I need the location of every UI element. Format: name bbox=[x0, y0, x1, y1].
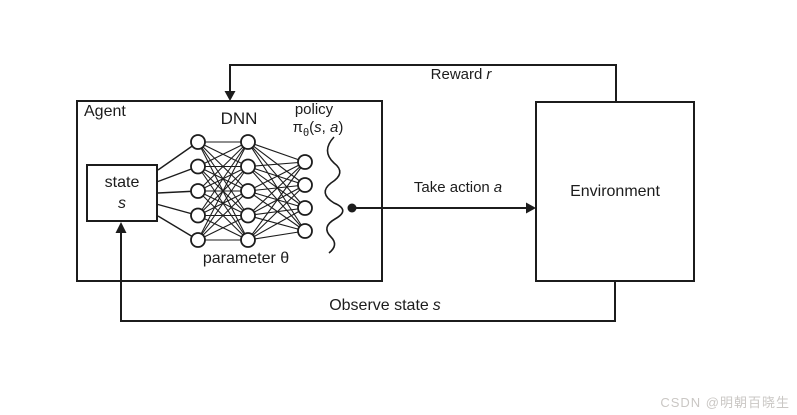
dnn-edge bbox=[197, 141, 249, 241]
dnn-neuron bbox=[190, 232, 206, 248]
policy-pi: π bbox=[292, 119, 304, 136]
policy-arg-s: s bbox=[314, 119, 322, 136]
observe-text: Observe state bbox=[329, 297, 429, 314]
dnn-edge bbox=[247, 161, 306, 241]
dnn-network bbox=[157, 134, 313, 248]
dnn-edge bbox=[197, 141, 249, 216]
state-box-symbol: s bbox=[118, 195, 126, 212]
agent-label: Agent bbox=[84, 103, 126, 120]
state-box: state s bbox=[86, 164, 158, 222]
take-action-arrowhead-icon bbox=[526, 202, 536, 214]
csdn-watermark: CSDN @明朝百晓生 bbox=[660, 395, 790, 410]
dnn-edge bbox=[247, 165, 306, 186]
observe-arrowhead-icon bbox=[115, 222, 127, 233]
dnn-edge bbox=[247, 166, 306, 232]
dnn-neuron bbox=[190, 207, 206, 224]
reward-arrow-line bbox=[229, 64, 617, 101]
dnn-edge bbox=[247, 141, 306, 186]
dnn-neuron bbox=[240, 134, 256, 150]
dnn-edge bbox=[197, 215, 249, 241]
policy-theta-sub: θ bbox=[303, 127, 310, 139]
observe-symbol: s bbox=[432, 297, 441, 314]
dnn-edge bbox=[247, 190, 306, 209]
observe-arrow-line bbox=[120, 232, 616, 322]
policy-comma: , bbox=[321, 119, 330, 136]
dnn-neuron bbox=[240, 183, 256, 199]
policy-close-paren: ) bbox=[338, 119, 344, 136]
policy-output-dot bbox=[347, 203, 357, 213]
take-action-symbol: a bbox=[493, 179, 503, 196]
dnn-neuron bbox=[297, 177, 313, 193]
policy-arg-a: a bbox=[329, 119, 339, 136]
policy-open-paren: ( bbox=[309, 119, 315, 136]
policy-distribution-curve bbox=[324, 136, 344, 254]
dnn-neuron bbox=[240, 232, 256, 248]
dnn-edge bbox=[247, 161, 306, 168]
environment-label: Environment bbox=[570, 182, 660, 200]
policy-label: policy bbox=[294, 101, 334, 118]
parameter-label: parameter θ bbox=[202, 250, 290, 267]
state-box-title: state bbox=[104, 174, 140, 191]
dnn-edge bbox=[197, 141, 249, 192]
dnn-neuron bbox=[240, 158, 256, 175]
reward-arrowhead-icon bbox=[224, 91, 236, 101]
dnn-edge bbox=[247, 141, 306, 163]
dnn-edge bbox=[197, 141, 249, 167]
environment-box: Environment bbox=[535, 101, 695, 282]
dnn-edge bbox=[247, 161, 306, 192]
dnn-neuron bbox=[190, 183, 206, 199]
dnn-neuron bbox=[297, 223, 313, 239]
reward-text: Reward bbox=[430, 66, 483, 83]
dnn-neuron bbox=[297, 200, 313, 216]
agent-box bbox=[76, 100, 383, 282]
dnn-neuron bbox=[240, 207, 256, 224]
dnn-edge bbox=[247, 230, 306, 241]
dnn-neuron bbox=[190, 134, 206, 150]
dnn-edge bbox=[197, 190, 249, 241]
dnn-edge bbox=[247, 184, 306, 241]
dnn-neuron bbox=[297, 154, 313, 170]
dnn-edge bbox=[247, 214, 306, 232]
dnn-edge bbox=[247, 207, 306, 241]
dnn-edge bbox=[197, 166, 249, 241]
dnn-edge bbox=[247, 166, 306, 209]
policy-formula: πθ(s, a) bbox=[293, 119, 344, 139]
take-action-text: Take action bbox=[413, 179, 490, 196]
dnn-edge bbox=[247, 141, 306, 232]
dnn-edge bbox=[247, 141, 306, 209]
dnn-label: DNN bbox=[220, 109, 258, 128]
dnn-neuron bbox=[190, 158, 206, 175]
dnn-edge bbox=[247, 190, 306, 232]
state-to-dnn-edge bbox=[157, 141, 199, 171]
reward-symbol: r bbox=[486, 66, 492, 83]
dnn-edge bbox=[247, 161, 306, 216]
